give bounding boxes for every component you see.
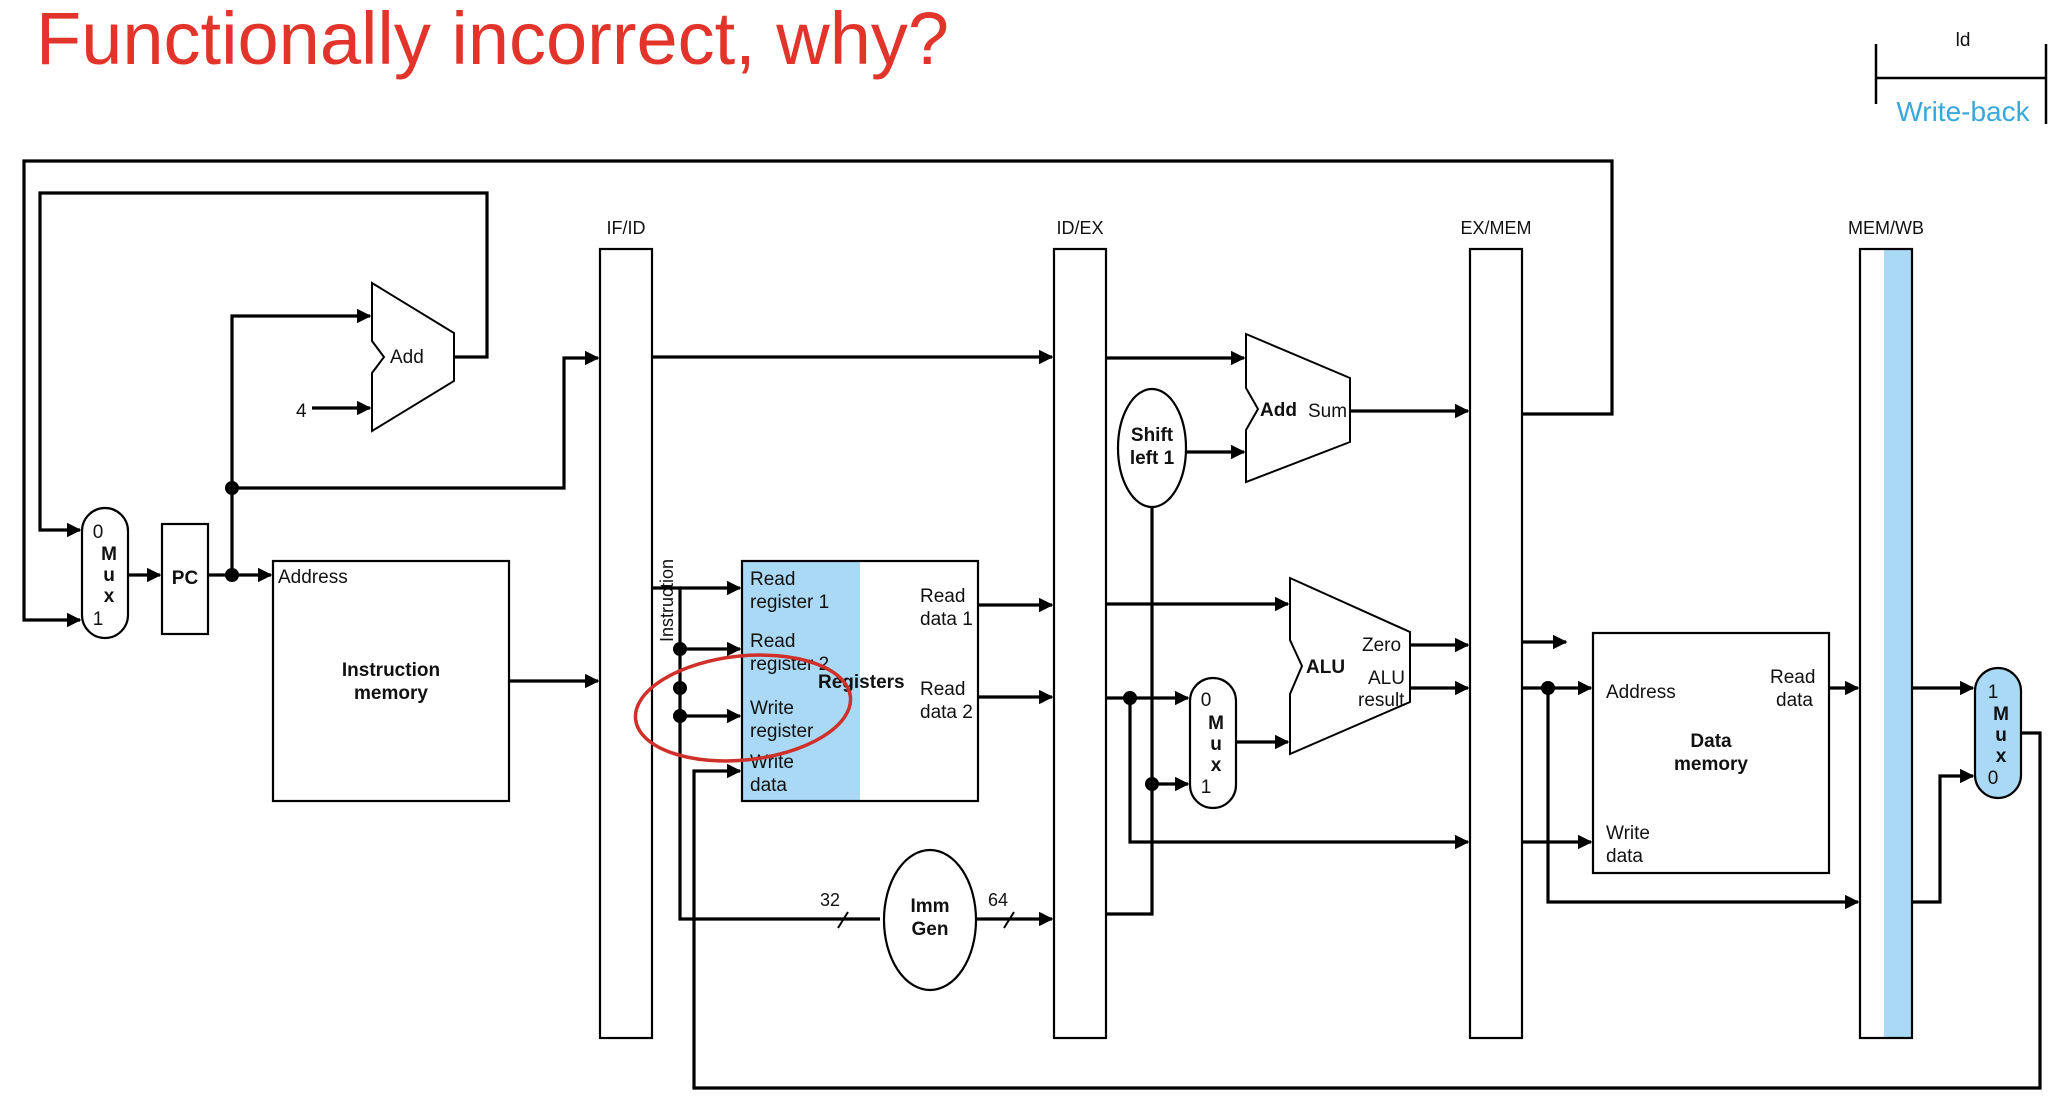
svg-text:register 1: register 1 [750, 592, 829, 613]
immediate-generator: Imm Gen [882, 848, 978, 992]
instruction-memory: Address Instruction memory [271, 559, 511, 803]
datapath-wires [22, 159, 2042, 1090]
svg-text:data: data [1776, 690, 1813, 711]
pc-mux-top: 0 [93, 522, 104, 543]
svg-text:Shift: Shift [1131, 425, 1174, 446]
svg-text:u: u [1210, 734, 1222, 755]
svg-text:result: result [1358, 690, 1405, 711]
program-counter: PC [160, 522, 210, 636]
pipeline-register-label: MEM/WB [1848, 218, 1924, 238]
svg-text:1: 1 [1201, 777, 1212, 798]
svg-text:Add: Add [390, 347, 424, 368]
svg-text:data 2: data 2 [920, 702, 973, 723]
pipeline-register-label: IF/ID [607, 218, 646, 238]
alu: ALU Zero ALU result [1289, 576, 1411, 756]
svg-text:Write: Write [750, 698, 794, 719]
svg-text:Read: Read [750, 569, 795, 590]
svg-text:Sum: Sum [1308, 401, 1347, 422]
shift-left-unit: Shift left 1 [1116, 387, 1188, 509]
svg-text:Data: Data [1690, 731, 1732, 752]
svg-text:Read: Read [750, 631, 795, 652]
svg-text:M: M [101, 544, 117, 565]
svg-text:memory: memory [354, 683, 428, 704]
highlight-annotation-circle [633, 653, 853, 763]
svg-text:Address: Address [278, 567, 348, 588]
svg-text:Add: Add [1260, 400, 1297, 421]
pipeline-register-idex: ID/EX [1052, 218, 1108, 1040]
svg-text:left 1: left 1 [1130, 448, 1175, 469]
svg-text:x: x [1211, 755, 1222, 776]
svg-text:x: x [1996, 746, 2007, 767]
pc-mux: 0 M u x 1 [80, 506, 130, 640]
svg-text:Read: Read [920, 586, 965, 607]
write-back-mux: 1 M u x 0 [1973, 666, 2023, 800]
svg-text:Address: Address [1606, 682, 1676, 703]
pipeline-register-label: EX/MEM [1460, 218, 1531, 238]
pc-mux-bottom: 1 [93, 609, 104, 630]
svg-text:u: u [103, 565, 115, 586]
stage-legend-bottom: Write-back [1896, 96, 2030, 127]
svg-text:ALU: ALU [1368, 668, 1405, 689]
svg-text:Read: Read [920, 679, 965, 700]
constant-four: 4 [296, 401, 307, 422]
svg-text:0: 0 [1201, 690, 1212, 711]
wire-junctions [225, 481, 1555, 791]
svg-text:PC: PC [172, 568, 199, 589]
svg-text:data 1: data 1 [920, 609, 973, 630]
svg-text:Zero: Zero [1362, 635, 1401, 656]
stage-legend: ld Write-back [1874, 30, 2048, 127]
svg-text:Gen: Gen [912, 919, 949, 940]
pipeline-register-ifid: IF/ID [598, 218, 654, 1040]
svg-text:Instruction: Instruction [342, 660, 440, 681]
svg-text:data: data [1606, 846, 1643, 867]
data-memory: Address Read data Write data Data memory [1591, 631, 1831, 875]
imm-out-bits: 64 [988, 890, 1008, 910]
svg-text:Imm: Imm [910, 896, 949, 917]
svg-text:M: M [1993, 704, 2009, 725]
alu-input-mux: 0 M u x 1 [1188, 676, 1238, 810]
imm-in-bits: 32 [820, 890, 840, 910]
pipeline-register-label: ID/EX [1056, 218, 1103, 238]
svg-text:x: x [104, 586, 115, 607]
svg-text:Write: Write [1606, 823, 1650, 844]
pipeline-register-memwb: MEM/WB [1848, 218, 1924, 1040]
instruction-label: Instruction [657, 559, 677, 642]
svg-text:Read: Read [1770, 667, 1815, 688]
svg-text:ALU: ALU [1306, 657, 1345, 678]
svg-text:memory: memory [1674, 754, 1748, 775]
svg-text:1: 1 [1988, 682, 1999, 703]
svg-text:0: 0 [1988, 768, 1999, 789]
svg-text:register 2: register 2 [750, 654, 829, 675]
register-file-name: Registers [818, 672, 905, 693]
svg-text:u: u [1995, 725, 2007, 746]
adder-pc-plus-4: Add [371, 281, 455, 433]
svg-text:M: M [1208, 713, 1224, 734]
pipeline-register-exmem: EX/MEM [1460, 218, 1532, 1040]
register-file: Read register 1 Read register 2 Write re… [740, 559, 980, 803]
svg-text:register: register [750, 721, 814, 742]
adder-branch-target: Add Sum [1245, 332, 1351, 484]
stage-legend-top: ld [1956, 30, 1971, 51]
svg-text:data: data [750, 775, 787, 796]
page-title: Functionally incorrect, why? [36, 0, 950, 80]
